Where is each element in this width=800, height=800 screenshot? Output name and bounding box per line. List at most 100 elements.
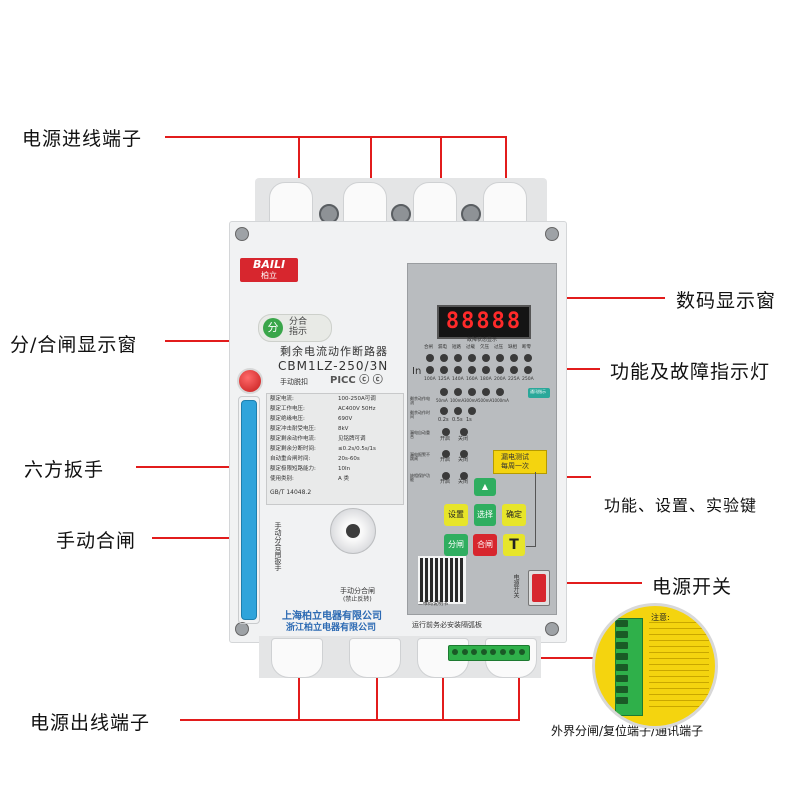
spec-value: ≤0.2s/0.5s/1s [338,446,376,452]
label-function-keys: 功能、设置、实验键 [604,496,758,515]
leak-value: 1000mA [492,398,509,403]
indicator-led [440,366,448,374]
set-button[interactable]: 设置 [444,504,468,526]
label-indicator-lights: 功能及故障指示灯 [610,361,771,383]
test-button[interactable]: T [503,534,525,556]
auto-close-label: 漏电自动重合 [410,430,430,439]
callout-tick-power-out-3 [442,677,444,720]
spec-key: 自动重合闸时间: [270,456,311,462]
zoom-pin [616,620,628,627]
switch-vertical-label: 电源开关 [512,574,519,598]
leak-test-box: 漏电测试 每周一次 [493,450,547,474]
terminal-pin [490,649,496,655]
indicator-led [460,472,468,480]
in-value: 250A [522,377,534,382]
brand-logo: BAILI 柏立 [240,258,298,282]
confirm-button[interactable]: 确定 [502,504,526,526]
in-value: 225A [508,377,520,382]
indicator-led [454,366,462,374]
spec-plate [266,393,404,505]
spec-value: A 类 [338,476,350,482]
callout-line-switch [560,582,642,584]
indicator-led [496,366,504,374]
screw-icon [235,622,249,636]
status-title: 故障状态显示 [467,337,498,343]
model-number: CBM1LZ-250/3N [278,359,389,373]
leak-value: 500mA [478,398,493,403]
indicator-text-2: 指示 [289,327,308,337]
time-value: 0.5s [452,417,463,423]
qr-code [418,556,466,604]
terminal-pin [461,649,468,655]
zoom-pin [616,642,628,649]
terminal-pin [518,649,525,655]
indicator-led [468,388,476,396]
screw-icon [235,227,249,241]
standard-number: GB/T 14048.2 [270,489,312,496]
terminal-pin [509,649,515,655]
callout-tick-power-out-2 [376,677,378,720]
spec-key: 额定工作电压: [270,406,305,412]
test-guide-line [535,472,536,546]
leak-value: 100mA [450,398,465,403]
test-guide-line [526,546,536,547]
label-external-terminals: 外界分闸/复位端子/通讯端子 [551,724,704,738]
indicator-led [510,354,518,362]
in-value: 100A [424,377,436,382]
cert-marks: PICC ⓒ ⓒ [330,375,383,386]
manual-wrench-vertical-label: 手动分合闸扳手 [274,522,282,571]
status-label: 合闸 [424,345,433,350]
manual-close-knob[interactable] [330,508,376,554]
zoom-label-text [649,620,709,712]
spec-value: 10In [338,466,351,472]
open-close-indicator: 分 分合 指示 [258,314,332,342]
label-manual-close: 手动合闸 [56,530,137,552]
zoom-pin [616,686,628,693]
up-arrow-icon: ▲ [481,482,489,491]
label-hex-wrench: 六方扳手 [24,459,105,481]
label-display-window: 数码显示窗 [676,290,777,312]
terminal-top-4 [483,182,527,226]
on-label: 开启 [440,436,451,442]
indicator-badge: 分 [263,318,283,338]
off-label: 关闭 [458,436,469,442]
select-button[interactable]: 选择 [474,504,496,526]
terminal-bottom-2 [349,638,401,678]
caution-title: 注意: [651,613,670,622]
leak-test-line-2: 每周一次 [501,462,529,470]
status-label: 过压 [494,345,503,350]
external-terminal-strip[interactable] [448,645,530,661]
close-button[interactable]: 合闸 [473,534,497,556]
indicator-led [454,388,462,396]
spec-key: 额定剩余动作电流: [270,436,316,442]
screw-icon [545,227,559,241]
manual-release-button[interactable] [237,368,263,394]
warning-strip: 运行前务必安装隔弧板 [412,621,482,629]
time-value: 1s [466,417,472,423]
hex-wrench[interactable] [241,400,257,620]
status-label: 过载 [466,345,475,350]
indicator-led [454,407,462,415]
indicator-led [426,354,434,362]
label-open-close-window: 分/合闸显示窗 [10,334,138,356]
callout-tick-power-in-2 [370,136,372,178]
power-switch[interactable] [528,570,550,606]
indicator-led [440,388,448,396]
zoom-pin [616,664,628,671]
indicator-led [482,388,490,396]
callout-line-terminals [533,657,599,659]
digital-display: 88888 [437,305,531,339]
on-label: 开启 [440,457,451,463]
terminal-top-1 [269,182,313,226]
off-label: 关闭 [458,457,469,463]
label-power-in: 电源进线端子 [22,128,143,150]
off-label: 关闭 [458,479,469,485]
top-terminal-block [255,178,547,226]
callout-line-power-in [165,136,505,138]
callout-tick-power-in-3 [440,136,442,178]
up-button[interactable]: ▲ [474,478,496,496]
open-button[interactable]: 分闸 [444,534,468,556]
callout-line-keys [546,476,591,478]
spec-value: 100-250A可调 [338,396,376,402]
spec-value: AC400V 50Hz [338,406,376,412]
